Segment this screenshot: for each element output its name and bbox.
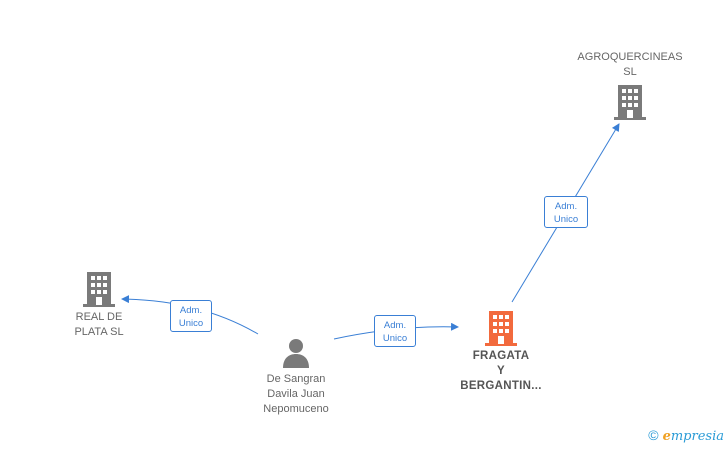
person-icon [283,339,309,368]
node-fragata[interactable]: FRAGATA Y BERGANTIN... [441,309,561,394]
edge-label-agroquercineas[interactable]: Adm. Unico [544,196,588,228]
brand-logo-text: mpresia [670,429,724,444]
node-agroquercineas[interactable]: AGROQUERCINEAS SL [565,50,695,121]
brand-logo-e: e [662,429,671,444]
copyright-icon: © [648,427,659,443]
edge-label-fragata[interactable]: Adm. Unico [374,315,416,347]
node-label-de-sangran: De Sangran Davila Juan Nepomuceno [263,373,329,415]
node-label-fragata: FRAGATA Y BERGANTIN... [460,350,542,392]
brand-footer[interactable]: ©empresia [648,427,724,444]
building-icon [83,272,115,307]
node-label-agroquercineas: AGROQUERCINEAS SL [577,51,683,78]
node-label-real-de-plata: REAL DE PLATA SL [74,311,124,338]
building-icon [485,311,517,346]
building-icon [614,85,646,120]
edge-label-real-de-plata[interactable]: Adm. Unico [170,300,212,332]
node-real-de-plata[interactable]: REAL DE PLATA SL [54,270,144,340]
node-de-sangran[interactable]: De Sangran Davila Juan Nepomuceno [236,337,356,417]
